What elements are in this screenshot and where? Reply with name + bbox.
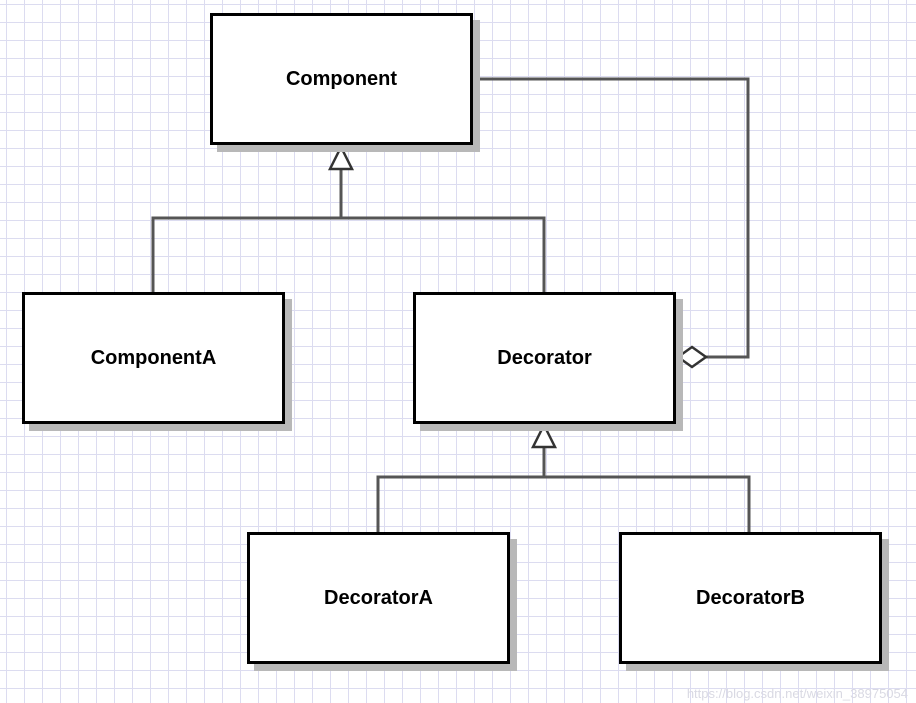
- class-box-component-a[interactable]: ComponentA: [22, 292, 285, 424]
- inheritance-arrowhead-decorator: [530, 422, 558, 449]
- class-name: Component: [285, 67, 398, 90]
- aggregation-diamond: [675, 345, 709, 369]
- inheritance-arrowhead-component: [327, 144, 355, 171]
- watermark-text: https://blog.csdn.net/weixin_38975054: [686, 686, 908, 701]
- class-box-component[interactable]: Component: [210, 13, 473, 145]
- class-box-decorator[interactable]: Decorator: [413, 292, 676, 424]
- class-box-decorator-a[interactable]: DecoratorA: [247, 532, 510, 664]
- class-name: ComponentA: [90, 346, 217, 369]
- class-name: DecoratorB: [696, 586, 805, 609]
- inheritance-connector-decorator-children: [376, 475, 751, 532]
- class-name: DecoratorA: [324, 586, 433, 609]
- class-name: Decorator: [497, 346, 592, 369]
- aggregation-connector: [473, 77, 750, 359]
- inheritance-connector-component-children: [151, 216, 546, 292]
- class-box-decorator-b[interactable]: DecoratorB: [619, 532, 882, 664]
